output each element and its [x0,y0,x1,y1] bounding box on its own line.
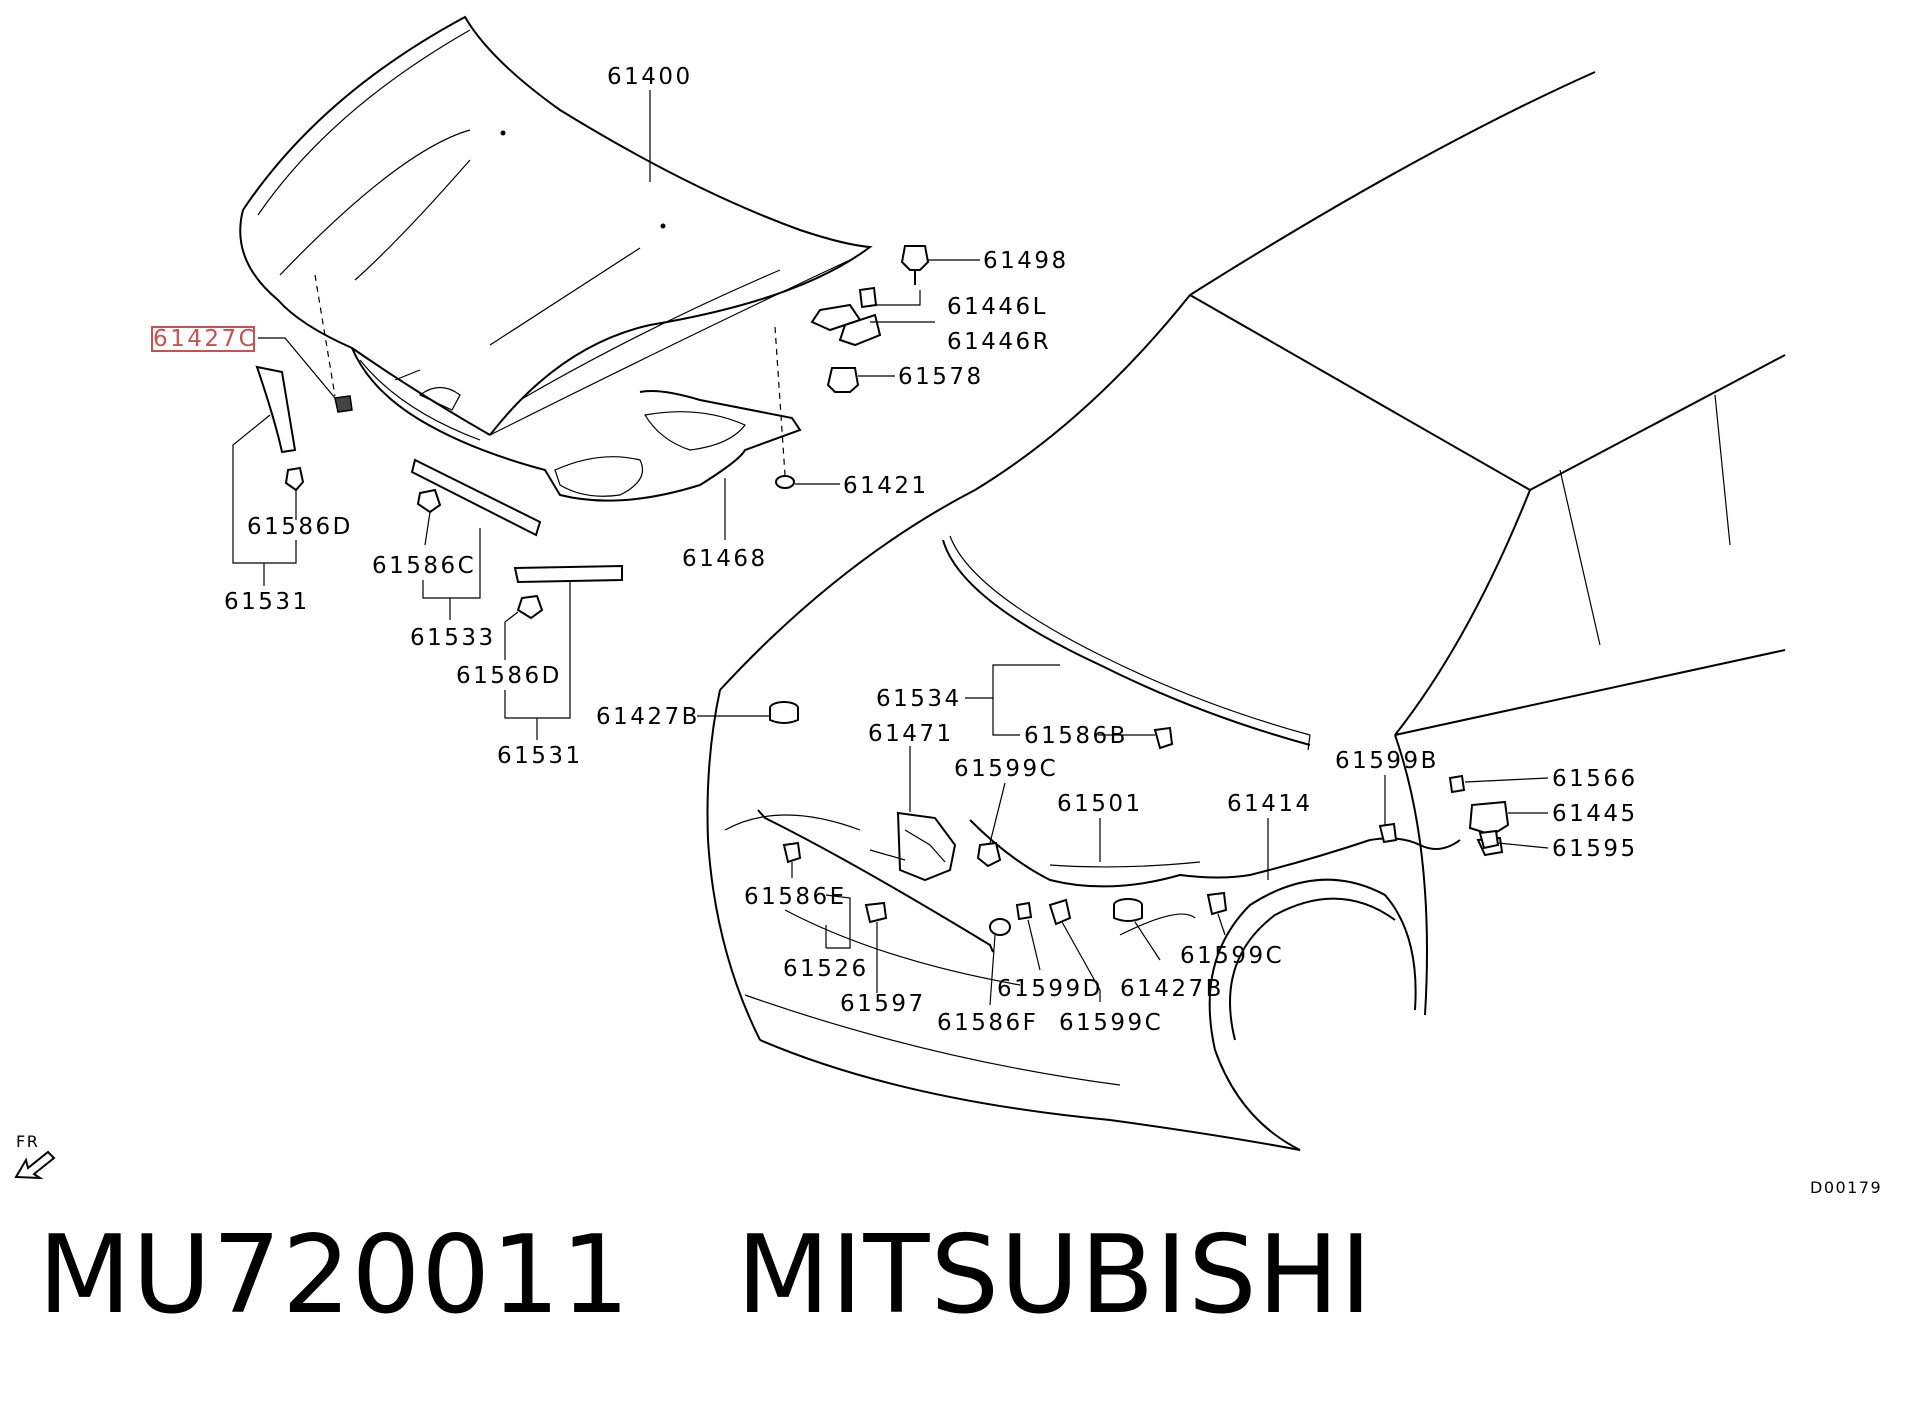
label-61446l: 61446L [947,294,1048,320]
label-61586d-middle: 61586D [456,663,562,689]
label-61533: 61533 [410,625,496,651]
part-caption: MU720011 MITSUBISHI [38,1222,1373,1330]
fasteners [284,245,1500,936]
label-61595: 61595 [1552,836,1638,862]
hood-panel [239,15,873,436]
label-61597: 61597 [840,991,926,1017]
label-61446r: 61446R [947,329,1051,355]
hood-latch-and-cables [757,800,1510,953]
label-61586b: 61586B [1024,723,1128,749]
hood-seal-strips [255,365,623,584]
label-61586d-left: 61586D [247,514,353,540]
fr-label: FR [16,1132,39,1151]
label-61531-left: 61531 [224,589,310,615]
leader-lines [232,90,1549,1006]
label-61586f: 61586F [937,1010,1038,1036]
car-body-outline [706,71,1786,1151]
label-61599c-right: 61599C [1180,943,1284,969]
label-61501: 61501 [1057,791,1143,817]
label-61414: 61414 [1227,791,1313,817]
label-61421: 61421 [843,473,929,499]
label-61498: 61498 [983,248,1069,274]
label-61599d: 61599D [997,976,1103,1002]
label-61599c-bottom: 61599C [1059,1010,1163,1036]
cowl-seal-strip [942,535,1311,751]
parts-diagram: 61400 61498 61446L 61446R 61578 61427C 6… [14,15,1882,1197]
label-61526: 61526 [783,956,869,982]
label-61400: 61400 [607,64,693,90]
label-61427c-highlighted: 61427C [153,326,257,352]
label-61599c-top: 61599C [954,756,1058,782]
brand-name: MITSUBISHI [736,1213,1373,1338]
label-61445: 61445 [1552,801,1638,827]
front-direction-arrow: FR [14,1132,56,1180]
label-61427b-left: 61427B [596,704,700,730]
diagram-code: D00179 [1810,1178,1882,1197]
part-labels: 61400 61498 61446L 61446R 61578 61427C 6… [153,64,1638,1036]
label-61471: 61471 [868,721,954,747]
label-61427b-right: 61427B [1120,976,1224,1002]
label-61566: 61566 [1552,766,1638,792]
label-61586e: 61586E [744,884,847,910]
label-61468: 61468 [682,546,768,572]
label-61599b: 61599B [1335,748,1439,774]
label-61578: 61578 [898,364,984,390]
hood-insulator [351,347,802,502]
part-number: MU720011 [38,1213,631,1338]
label-61586c: 61586C [372,553,476,579]
highlight-box [151,326,255,352]
label-61531-middle: 61531 [497,743,583,769]
label-61534: 61534 [876,686,962,712]
